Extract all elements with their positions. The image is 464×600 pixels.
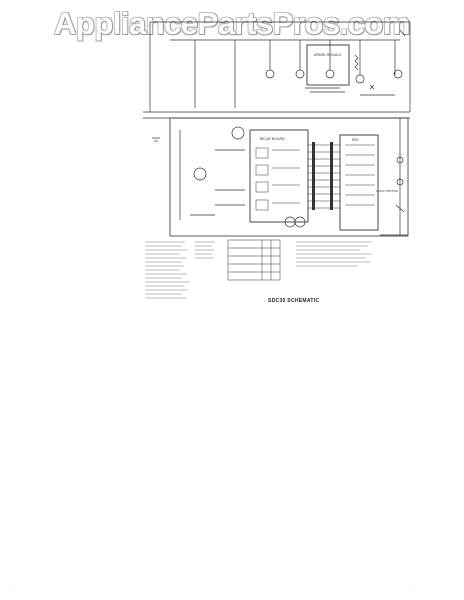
relay-board-box [249,129,309,223]
legend-text-block [145,241,215,299]
footer-right-note: ... [408,588,411,592]
relay-board-label: RELAY BOARD [260,137,285,141]
footer-left-note: ... [8,588,11,592]
diagram-title: SDC30 SCHEMATIC [268,298,320,304]
watermark-logo: AppliancePartsPros.com [54,6,410,41]
ground-symbol [152,137,160,142]
main-circuit-frame [169,117,409,237]
erc-box [339,134,379,231]
latch-circuit [380,118,408,236]
legend-table [227,239,281,281]
latch-motor-label: LATCH MOTOR [376,189,398,193]
erc-label: ERC [352,138,359,142]
top-circuit [149,21,411,112]
spark-module-label: SPARK MODULE [314,53,342,57]
spark-module-box [306,44,350,86]
notes-text-block [296,241,372,267]
motor-symbol [193,167,207,181]
blower-symbol [231,126,245,140]
